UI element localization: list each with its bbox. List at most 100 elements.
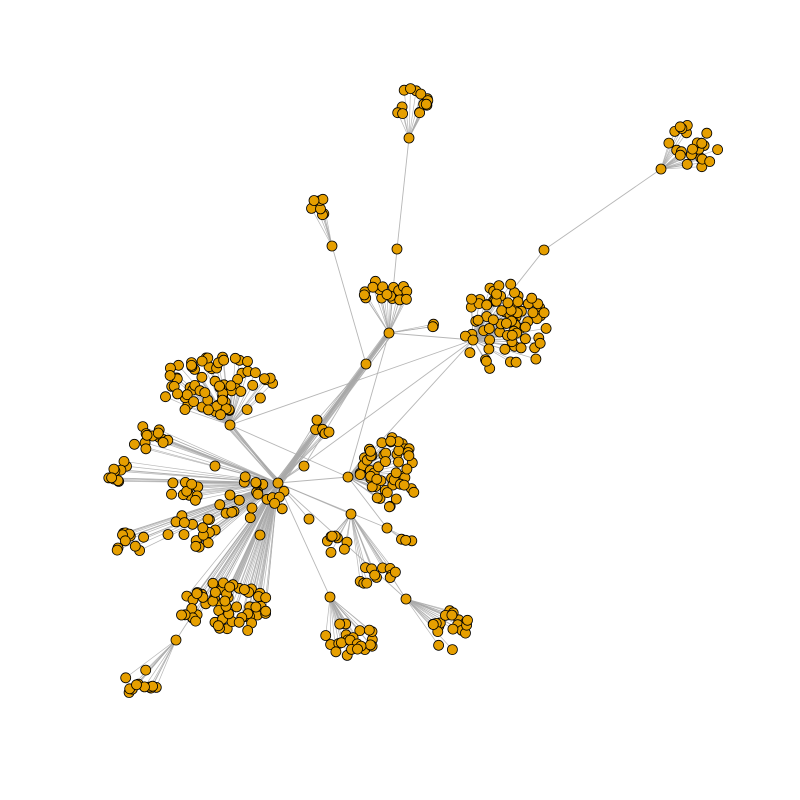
graph-node <box>345 508 357 520</box>
graph-node <box>160 391 171 403</box>
graph-node <box>250 477 262 488</box>
graph-node <box>209 460 221 472</box>
graph-node <box>323 426 335 438</box>
graph-node <box>381 289 393 300</box>
graph-node <box>298 460 310 472</box>
graph-edge <box>350 513 396 573</box>
graph-node <box>397 108 409 119</box>
graph-node <box>538 244 550 256</box>
graph-node <box>214 380 225 392</box>
graph-node <box>188 396 200 408</box>
graph-node <box>483 343 495 355</box>
graph-edge <box>472 339 541 344</box>
graph-edge <box>231 425 279 481</box>
graph-edge <box>329 596 340 644</box>
graph-node <box>681 158 693 170</box>
graph-edge <box>388 299 401 334</box>
graph-edge <box>277 429 323 484</box>
graph-node <box>202 537 214 549</box>
graph-node <box>371 473 383 485</box>
graph-node <box>167 477 179 489</box>
graph-node <box>376 437 388 449</box>
graph-node <box>381 487 393 499</box>
graph-node <box>238 584 250 595</box>
graph-node <box>217 394 228 406</box>
graph-node <box>420 98 432 110</box>
graph-node <box>400 534 412 546</box>
graph-node <box>249 367 261 379</box>
graph-edge <box>228 427 279 484</box>
graph-edge <box>229 383 273 426</box>
graph-node <box>207 577 219 589</box>
graph-node <box>225 380 237 392</box>
graph-node <box>538 307 550 319</box>
graph-node <box>269 497 281 509</box>
graph-node <box>462 614 473 626</box>
graph-node <box>446 644 458 655</box>
graph-node <box>365 445 376 457</box>
graph-node <box>202 404 214 416</box>
graph-node <box>540 322 552 334</box>
graph-edge <box>277 433 326 484</box>
graph-node <box>164 370 176 381</box>
graph-node <box>663 137 675 149</box>
graph-node <box>342 471 354 483</box>
graph-node <box>371 492 383 504</box>
graph-edge <box>350 513 361 582</box>
graph-node <box>360 358 372 370</box>
graph-node <box>209 587 221 598</box>
graph-node <box>229 352 241 364</box>
graph-edge <box>660 154 692 170</box>
graph-node <box>186 359 197 371</box>
graph-node <box>505 278 517 290</box>
graph-node <box>390 467 402 479</box>
graph-node <box>111 544 123 556</box>
graph-node <box>276 503 288 515</box>
graph-node <box>128 438 140 450</box>
graph-edge <box>278 331 388 485</box>
graph-node <box>170 634 182 646</box>
graph-node <box>484 334 496 346</box>
graph-node <box>233 494 245 506</box>
graph-node <box>400 593 412 605</box>
graph-edge <box>408 90 417 139</box>
graph-node <box>106 472 117 484</box>
graph-node <box>239 471 251 483</box>
graph-node <box>383 501 395 513</box>
graph-node <box>190 615 202 627</box>
graph-node <box>303 513 315 525</box>
graph-node <box>119 535 131 547</box>
graph-edge <box>347 476 378 499</box>
graph-node <box>317 193 329 205</box>
graph-node <box>202 513 214 525</box>
graph-node <box>320 630 332 641</box>
graph-node <box>701 127 713 139</box>
node-layer <box>103 83 723 698</box>
graph-edge <box>543 168 662 251</box>
graph-edge <box>347 476 388 529</box>
graph-edge <box>155 639 177 688</box>
graph-node <box>687 143 698 155</box>
graph-node <box>352 643 363 655</box>
graph-node <box>186 478 198 490</box>
graph-node <box>380 456 391 467</box>
graph-edge <box>331 245 367 365</box>
graph-edge <box>386 294 390 334</box>
graph-edge <box>165 396 231 426</box>
graph-node <box>403 132 415 144</box>
graph-node <box>712 144 723 156</box>
graph-edge <box>229 385 254 426</box>
graph-node <box>272 477 284 489</box>
graph-node <box>500 317 512 329</box>
graph-edge <box>149 639 177 688</box>
graph-node <box>260 592 272 603</box>
graph-node <box>157 437 169 448</box>
graph-node <box>491 288 503 300</box>
graph-node <box>472 314 484 326</box>
graph-node <box>242 625 254 636</box>
graph-node <box>250 601 262 613</box>
graph-node <box>189 494 201 506</box>
graph-edge <box>660 166 702 170</box>
graph-node <box>140 443 152 455</box>
graph-node <box>330 646 342 658</box>
